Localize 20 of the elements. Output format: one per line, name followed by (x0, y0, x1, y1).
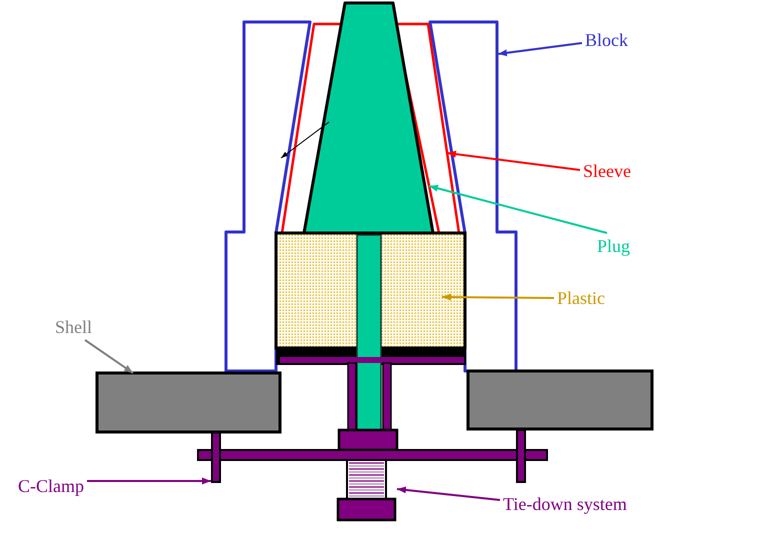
leader-line (442, 294, 554, 301)
leader-line (396, 486, 500, 501)
shell-block (466, 369, 654, 431)
leader-line (84, 339, 134, 374)
callout-label: C-Clamp (18, 476, 84, 496)
leader-line (446, 150, 580, 171)
callout-label: Block (585, 30, 628, 50)
shell-block (95, 371, 282, 434)
callout-label: Plug (597, 236, 630, 256)
callout-label: Sleeve (583, 161, 631, 181)
arrow (280, 122, 330, 158)
callout-label: Tie-down system (503, 494, 627, 514)
leader-line (498, 42, 582, 56)
plug (300, 0, 437, 432)
leader-line (87, 478, 211, 484)
callout-label: Plastic (557, 288, 605, 308)
tie-down-bolt (335, 361, 399, 522)
callout-label: Shell (55, 317, 92, 337)
leader-line (428, 184, 608, 234)
c-clamp (196, 428, 549, 484)
